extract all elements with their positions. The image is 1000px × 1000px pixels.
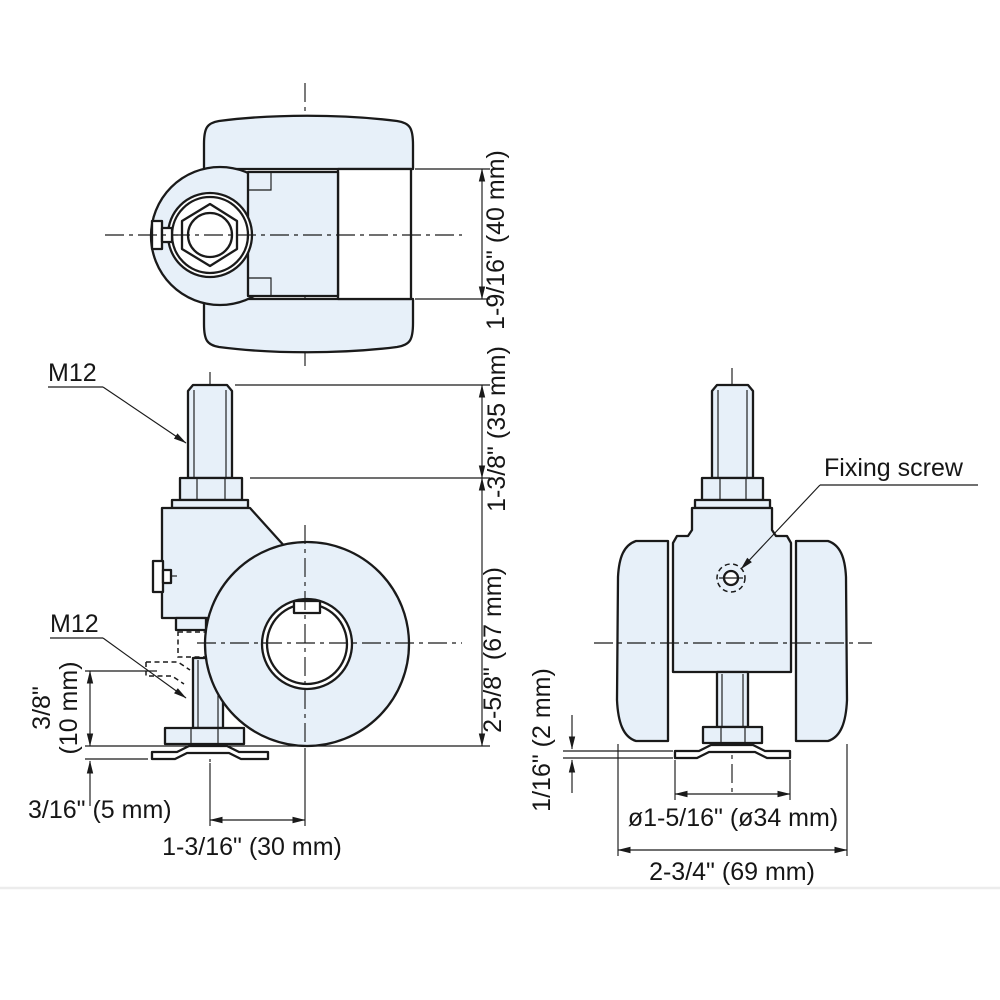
dimension-washer-clearance: 3/16" (5 mm) <box>28 758 172 824</box>
dimension-washer-thickness: 1/16" (2 mm) <box>528 668 673 812</box>
dim-washer-thickness-label: 1/16" (2 mm) <box>528 668 556 812</box>
dim-overall-height-label: 2-5/8" (67 mm) <box>479 567 507 733</box>
front-hub-outer <box>260 597 354 691</box>
dimension-body-width: 1-9/16" (40 mm) <box>415 150 510 330</box>
front-lower-collar <box>174 616 208 632</box>
front-hidden-washer <box>145 661 191 685</box>
side-body <box>671 506 793 674</box>
dimension-thread-protrusion: 3/8" (10 mm) <box>28 661 157 755</box>
callout-fixing-screw: Fixing screw <box>740 454 978 570</box>
dim-washer-clearance-label: 3/16" (5 mm) <box>28 796 172 824</box>
top-view-wheel-upper <box>202 114 415 171</box>
dim-washer-diameter-label: ø1-5/16" (ø34 mm) <box>628 804 838 832</box>
side-wheel-left <box>615 539 670 743</box>
front-hub-keyway <box>292 599 322 615</box>
front-view: M12 M12 1-3/8" (35 mm) 2-5/8" (67 mm) 3/… <box>28 346 511 861</box>
callout-bottom-thread: M12 <box>50 610 187 699</box>
side-view: Fixing screw 1/16" (2 mm) ø1-5/16" (ø34 … <box>528 368 978 886</box>
dim-thread-protrusion-in-label: 3/8" <box>28 686 56 730</box>
top-view-axle-gap <box>336 167 413 301</box>
side-collar <box>693 498 772 510</box>
callout-top-thread: M12 <box>48 359 187 444</box>
label-bottom-thread: M12 <box>50 610 99 638</box>
front-bent-washer <box>150 744 270 761</box>
front-lower-nut <box>163 726 246 746</box>
front-collar <box>170 498 250 510</box>
dim-thread-protrusion-mm-label: (10 mm) <box>55 661 83 754</box>
dim-stem-length-label: 1-3/8" (35 mm) <box>483 346 511 512</box>
front-hidden-thread <box>177 631 207 658</box>
label-top-thread: M12 <box>48 359 97 387</box>
dimension-overall-width: 2-3/4" (69 mm) <box>617 744 848 886</box>
side-lower-nut <box>701 725 764 745</box>
dimension-washer-diameter: ø1-5/16" (ø34 mm) <box>628 760 838 832</box>
top-view-body-block <box>246 170 340 298</box>
top-view: 1-9/16" (40 mm) <box>105 83 510 368</box>
dimension-overall-height: 2-5/8" (67 mm) <box>478 477 507 747</box>
top-view-wheel-lower <box>202 297 415 354</box>
dimension-stem-length: 1-3/8" (35 mm) <box>235 346 511 512</box>
dimension-axle-offset: 1-3/16" (30 mm) <box>162 748 342 861</box>
side-wheel-right <box>794 539 849 743</box>
front-side-screw-head <box>151 559 165 594</box>
front-stem-nut <box>178 476 244 502</box>
side-stem-nut <box>700 476 765 502</box>
side-bent-washer <box>673 743 792 760</box>
label-fixing-screw: Fixing screw <box>824 454 964 482</box>
front-threaded-stem <box>186 383 234 480</box>
dim-body-width-label: 1-9/16" (40 mm) <box>482 150 510 330</box>
top-view-notch-upper <box>248 172 272 191</box>
fixing-screw <box>716 563 746 593</box>
dim-axle-offset-label: 1-3/16" (30 mm) <box>162 833 342 861</box>
front-side-screw-stem <box>161 568 173 585</box>
top-view-notch-lower <box>248 277 272 296</box>
dim-overall-width-label: 2-3/4" (69 mm) <box>649 858 815 886</box>
